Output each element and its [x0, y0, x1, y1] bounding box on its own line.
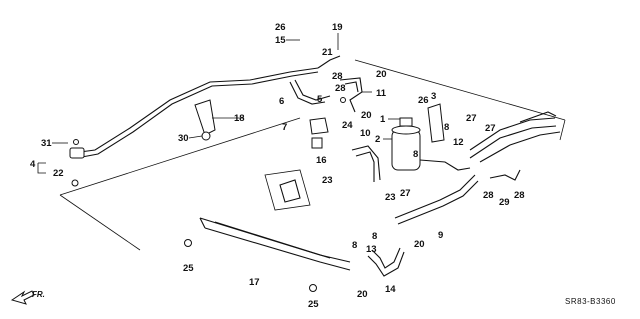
callout-18: 18: [234, 113, 245, 124]
diagram-artwork: [10, 55, 566, 305]
callout-14: 14: [385, 284, 396, 295]
callout-9: 9: [438, 230, 443, 241]
callout-27-a: 27: [466, 113, 477, 124]
callout-23-b: 23: [385, 192, 396, 203]
callout-8-c: 8: [352, 240, 357, 251]
callout-28-c: 28: [483, 190, 494, 201]
callout-16: 16: [316, 155, 327, 166]
callout-7: 7: [282, 122, 287, 133]
callout-19: 19: [332, 22, 343, 33]
callout-8-a: 8: [444, 122, 449, 133]
callout-29: 29: [499, 197, 510, 208]
callout-25-b: 25: [308, 299, 319, 310]
callout-8-b: 8: [413, 149, 418, 160]
callout-20-d: 20: [357, 289, 368, 300]
callout-24: 24: [342, 120, 353, 131]
callout-20-c: 20: [414, 239, 425, 250]
callout-13: 13: [366, 244, 377, 255]
callouts: 1 2 3 4 5 6 7 8 8 8 8 9 10 11 12 13 14 1…: [30, 22, 525, 310]
diagram-code: SR83-B3360: [565, 297, 616, 306]
callout-27-b: 27: [485, 123, 496, 134]
callout-12: 12: [453, 137, 464, 148]
callout-30: 30: [178, 133, 189, 144]
callout-21: 21: [322, 47, 333, 58]
callout-31: 31: [41, 138, 52, 149]
callout-10: 10: [360, 128, 371, 139]
callout-11: 11: [376, 88, 387, 99]
callout-4: 4: [30, 159, 36, 170]
callout-22: 22: [53, 168, 64, 179]
callout-20-b: 20: [361, 110, 372, 121]
callout-8-d: 8: [372, 231, 377, 242]
leader-lines: [37, 33, 400, 174]
callout-25-a: 25: [183, 263, 194, 274]
callout-3: 3: [431, 91, 436, 102]
front-direction-label: FR.: [32, 290, 45, 299]
callout-17: 17: [249, 277, 260, 288]
callout-5: 5: [317, 94, 323, 105]
callout-28-b: 28: [335, 83, 346, 94]
callout-27-c: 27: [400, 188, 411, 199]
callout-26-a: 26: [275, 22, 286, 33]
callout-26-b: 26: [418, 95, 429, 106]
callout-1: 1: [380, 114, 386, 125]
callout-6: 6: [279, 96, 284, 107]
callout-2: 2: [375, 134, 380, 145]
callout-23-a: 23: [322, 175, 333, 186]
callout-28-d: 28: [514, 190, 525, 201]
callout-15: 15: [275, 35, 286, 46]
callout-28-a: 28: [332, 71, 343, 82]
callout-20-a: 20: [376, 69, 387, 80]
